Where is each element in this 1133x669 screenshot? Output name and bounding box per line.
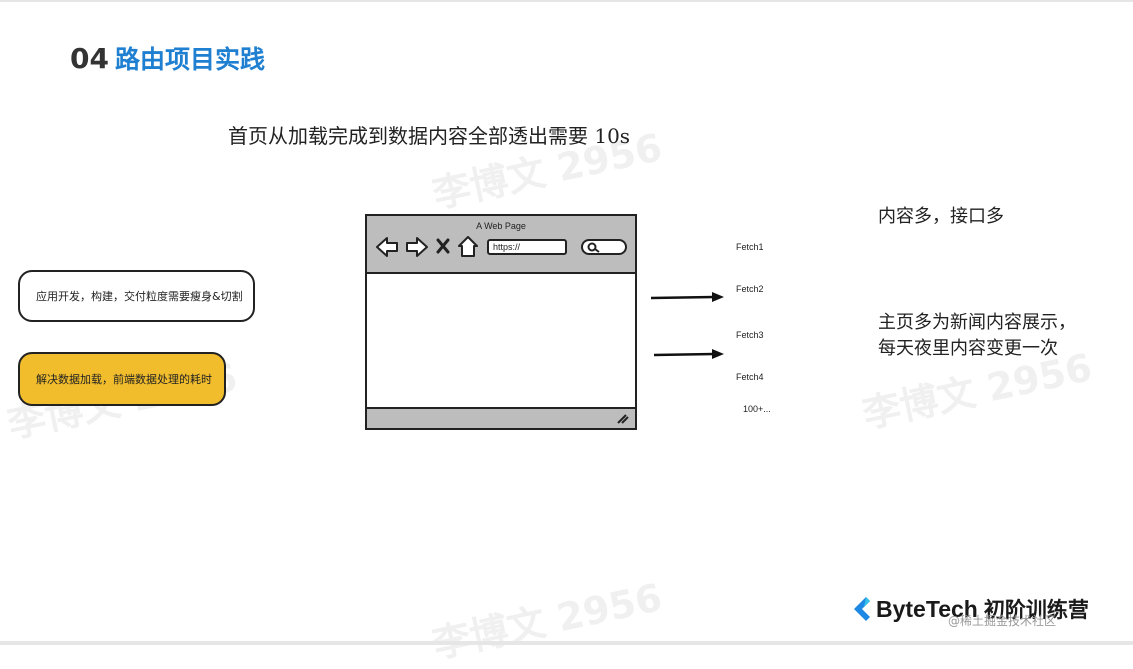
slide-subtitle: 首页从加载完成到数据内容全部透出需要 10s [228, 124, 631, 148]
fetch-label: Fetch4 [736, 372, 764, 382]
search-box [581, 239, 627, 255]
search-icon [587, 242, 600, 253]
bytetech-logo: ByteTech 初阶训练营 [852, 594, 1089, 624]
browser-statusbar [367, 407, 635, 428]
resize-handle-icon [617, 414, 629, 424]
note-news-content: 主页多为新闻内容展示， 每天夜里内容变更一次 [878, 310, 1076, 362]
url-bar: https:// [487, 239, 567, 255]
section-number: 04 [70, 42, 109, 75]
fetch-label: Fetch3 [736, 330, 764, 340]
browser-title: A Web Page [476, 221, 526, 231]
arrow-icon [653, 349, 724, 359]
forward-arrow-icon [406, 237, 428, 257]
fetch-more-label: 100+... [743, 404, 771, 414]
nav-icons [376, 236, 478, 257]
browser-toolbar: A Web Page https:// [367, 216, 635, 274]
home-icon [458, 236, 478, 257]
goal-box-data-loading: 解决数据加载，前端数据处理的耗时 [18, 352, 226, 406]
top-divider [0, 0, 1133, 2]
bytetech-logo-icon [854, 597, 870, 621]
back-arrow-icon [376, 237, 398, 257]
source-credit: @稀土掘金技术社区 [948, 614, 1057, 628]
request-arrows [650, 292, 724, 359]
fetch-label: Fetch2 [736, 284, 764, 294]
section-title: 路由项目实践 [114, 45, 265, 74]
bottom-divider [0, 641, 1133, 645]
close-icon [436, 238, 450, 254]
note-line: 主页多为新闻内容展示， [878, 312, 1076, 333]
browser-sketch: A Web Page https:// [365, 214, 637, 430]
note-many-interfaces: 内容多，接口多 [878, 206, 1004, 227]
arrow-icon [650, 292, 724, 302]
goal-box-slimming: 应用开发，构建，交付粒度需要瘦身&切割 [18, 270, 255, 322]
fetch-label: Fetch1 [736, 242, 764, 252]
goal-text: 应用开发，构建，交付粒度需要瘦身&切割 [36, 290, 243, 303]
note-line: 每天夜里内容变更一次 [878, 338, 1058, 359]
goal-text: 解决数据加载，前端数据处理的耗时 [36, 373, 212, 386]
brand-name: ByteTech [876, 595, 978, 622]
camp-name: 初阶训练营 [983, 598, 1089, 622]
watermark: 李博文 2956 [428, 575, 666, 667]
